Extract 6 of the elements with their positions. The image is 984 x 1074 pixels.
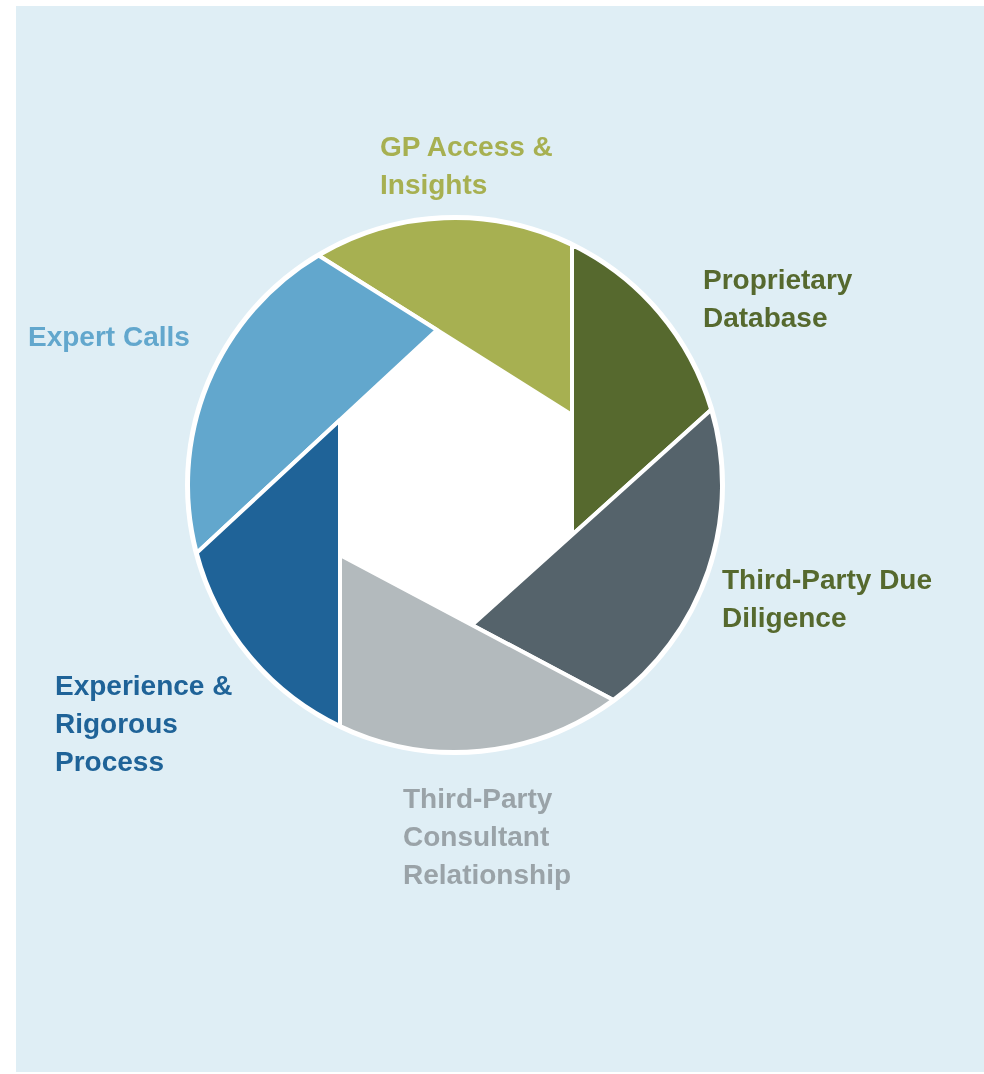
segment-label: Third-Party Due Diligence (722, 561, 947, 637)
segment-label: Experience & Rigorous Process (55, 667, 275, 781)
segment-label: Expert Calls (28, 318, 288, 356)
segment-label: Proprietary Database (703, 261, 903, 337)
segment-label: GP Access & Insights (380, 128, 600, 204)
segment-label: Third-Party Consultant Relationship (403, 780, 643, 894)
